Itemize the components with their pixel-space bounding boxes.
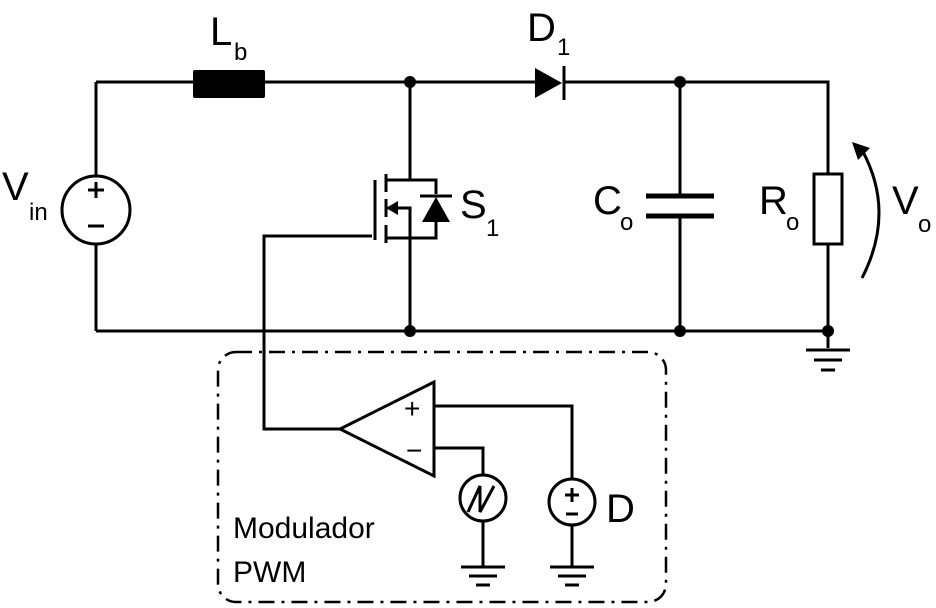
capacitor-plates bbox=[646, 193, 714, 219]
comparator bbox=[262, 331, 574, 479]
mosfet-terminals bbox=[386, 166, 438, 250]
junction-dot bbox=[404, 325, 416, 337]
diode-triangle bbox=[535, 68, 562, 98]
junction-dot bbox=[822, 325, 834, 337]
duty-ground-lines bbox=[550, 565, 594, 587]
vo-arrow-head bbox=[852, 142, 870, 160]
sawtooth-source bbox=[458, 473, 508, 587]
vin-label: V bbox=[2, 165, 29, 209]
s1-label-subscript: 1 bbox=[486, 215, 499, 242]
vin-label-subscript: in bbox=[29, 199, 48, 226]
ro-label-subscript: o bbox=[786, 209, 799, 236]
comparator-minus-label: − bbox=[406, 435, 422, 466]
modulator-label-line2: PWM bbox=[233, 556, 306, 589]
mosfet-s1 bbox=[262, 166, 452, 331]
inductor-lb bbox=[193, 70, 265, 98]
body-arrow bbox=[386, 201, 398, 215]
modulator-boundary bbox=[216, 350, 668, 604]
comparator-plus-wire bbox=[434, 404, 574, 479]
sawtooth-waveform bbox=[466, 485, 496, 513]
diode-d1 bbox=[535, 66, 566, 100]
source-circle bbox=[60, 174, 132, 246]
wires bbox=[94, 80, 830, 348]
vo-label: V bbox=[892, 179, 919, 223]
comparator-minus-wire bbox=[434, 446, 485, 475]
comparator-triangle bbox=[336, 379, 436, 479]
junction-dot bbox=[674, 325, 686, 337]
junction-dots bbox=[404, 76, 834, 337]
sawtooth-circle bbox=[458, 473, 508, 523]
co-label-subscript: o bbox=[620, 209, 633, 236]
modulator-label-line1: Modulador bbox=[233, 512, 375, 545]
lb-label-subscript: b bbox=[234, 39, 247, 66]
s1-label: S bbox=[460, 183, 487, 227]
body-diode-triangle bbox=[422, 197, 450, 222]
junction-dot bbox=[674, 76, 686, 88]
duty-label: D bbox=[606, 487, 635, 531]
vo-arrow-arc bbox=[860, 149, 881, 279]
lb-label: L bbox=[210, 10, 232, 54]
comparator-output-wire bbox=[262, 331, 340, 431]
vo-label-subscript: o bbox=[918, 211, 931, 238]
sawtooth-ground-lines bbox=[461, 565, 505, 587]
gate-wire bbox=[262, 234, 372, 331]
duty-plus-sign bbox=[565, 488, 579, 502]
capacitor-co bbox=[646, 193, 714, 219]
comparator-plus-label: + bbox=[404, 393, 420, 424]
resistor-ro bbox=[812, 172, 844, 246]
co-label: C bbox=[593, 179, 622, 223]
d1-label-subscript: 1 bbox=[557, 34, 570, 61]
plus-sign bbox=[88, 182, 104, 198]
ro-label: R bbox=[759, 179, 788, 223]
ground-symbol bbox=[806, 348, 850, 372]
duty-cycle-source bbox=[547, 477, 597, 587]
junction-dot bbox=[404, 76, 416, 88]
input-voltage-source bbox=[60, 174, 132, 246]
top-rail bbox=[96, 80, 830, 174]
d1-label: D bbox=[527, 6, 556, 50]
ground-lines bbox=[806, 348, 850, 372]
